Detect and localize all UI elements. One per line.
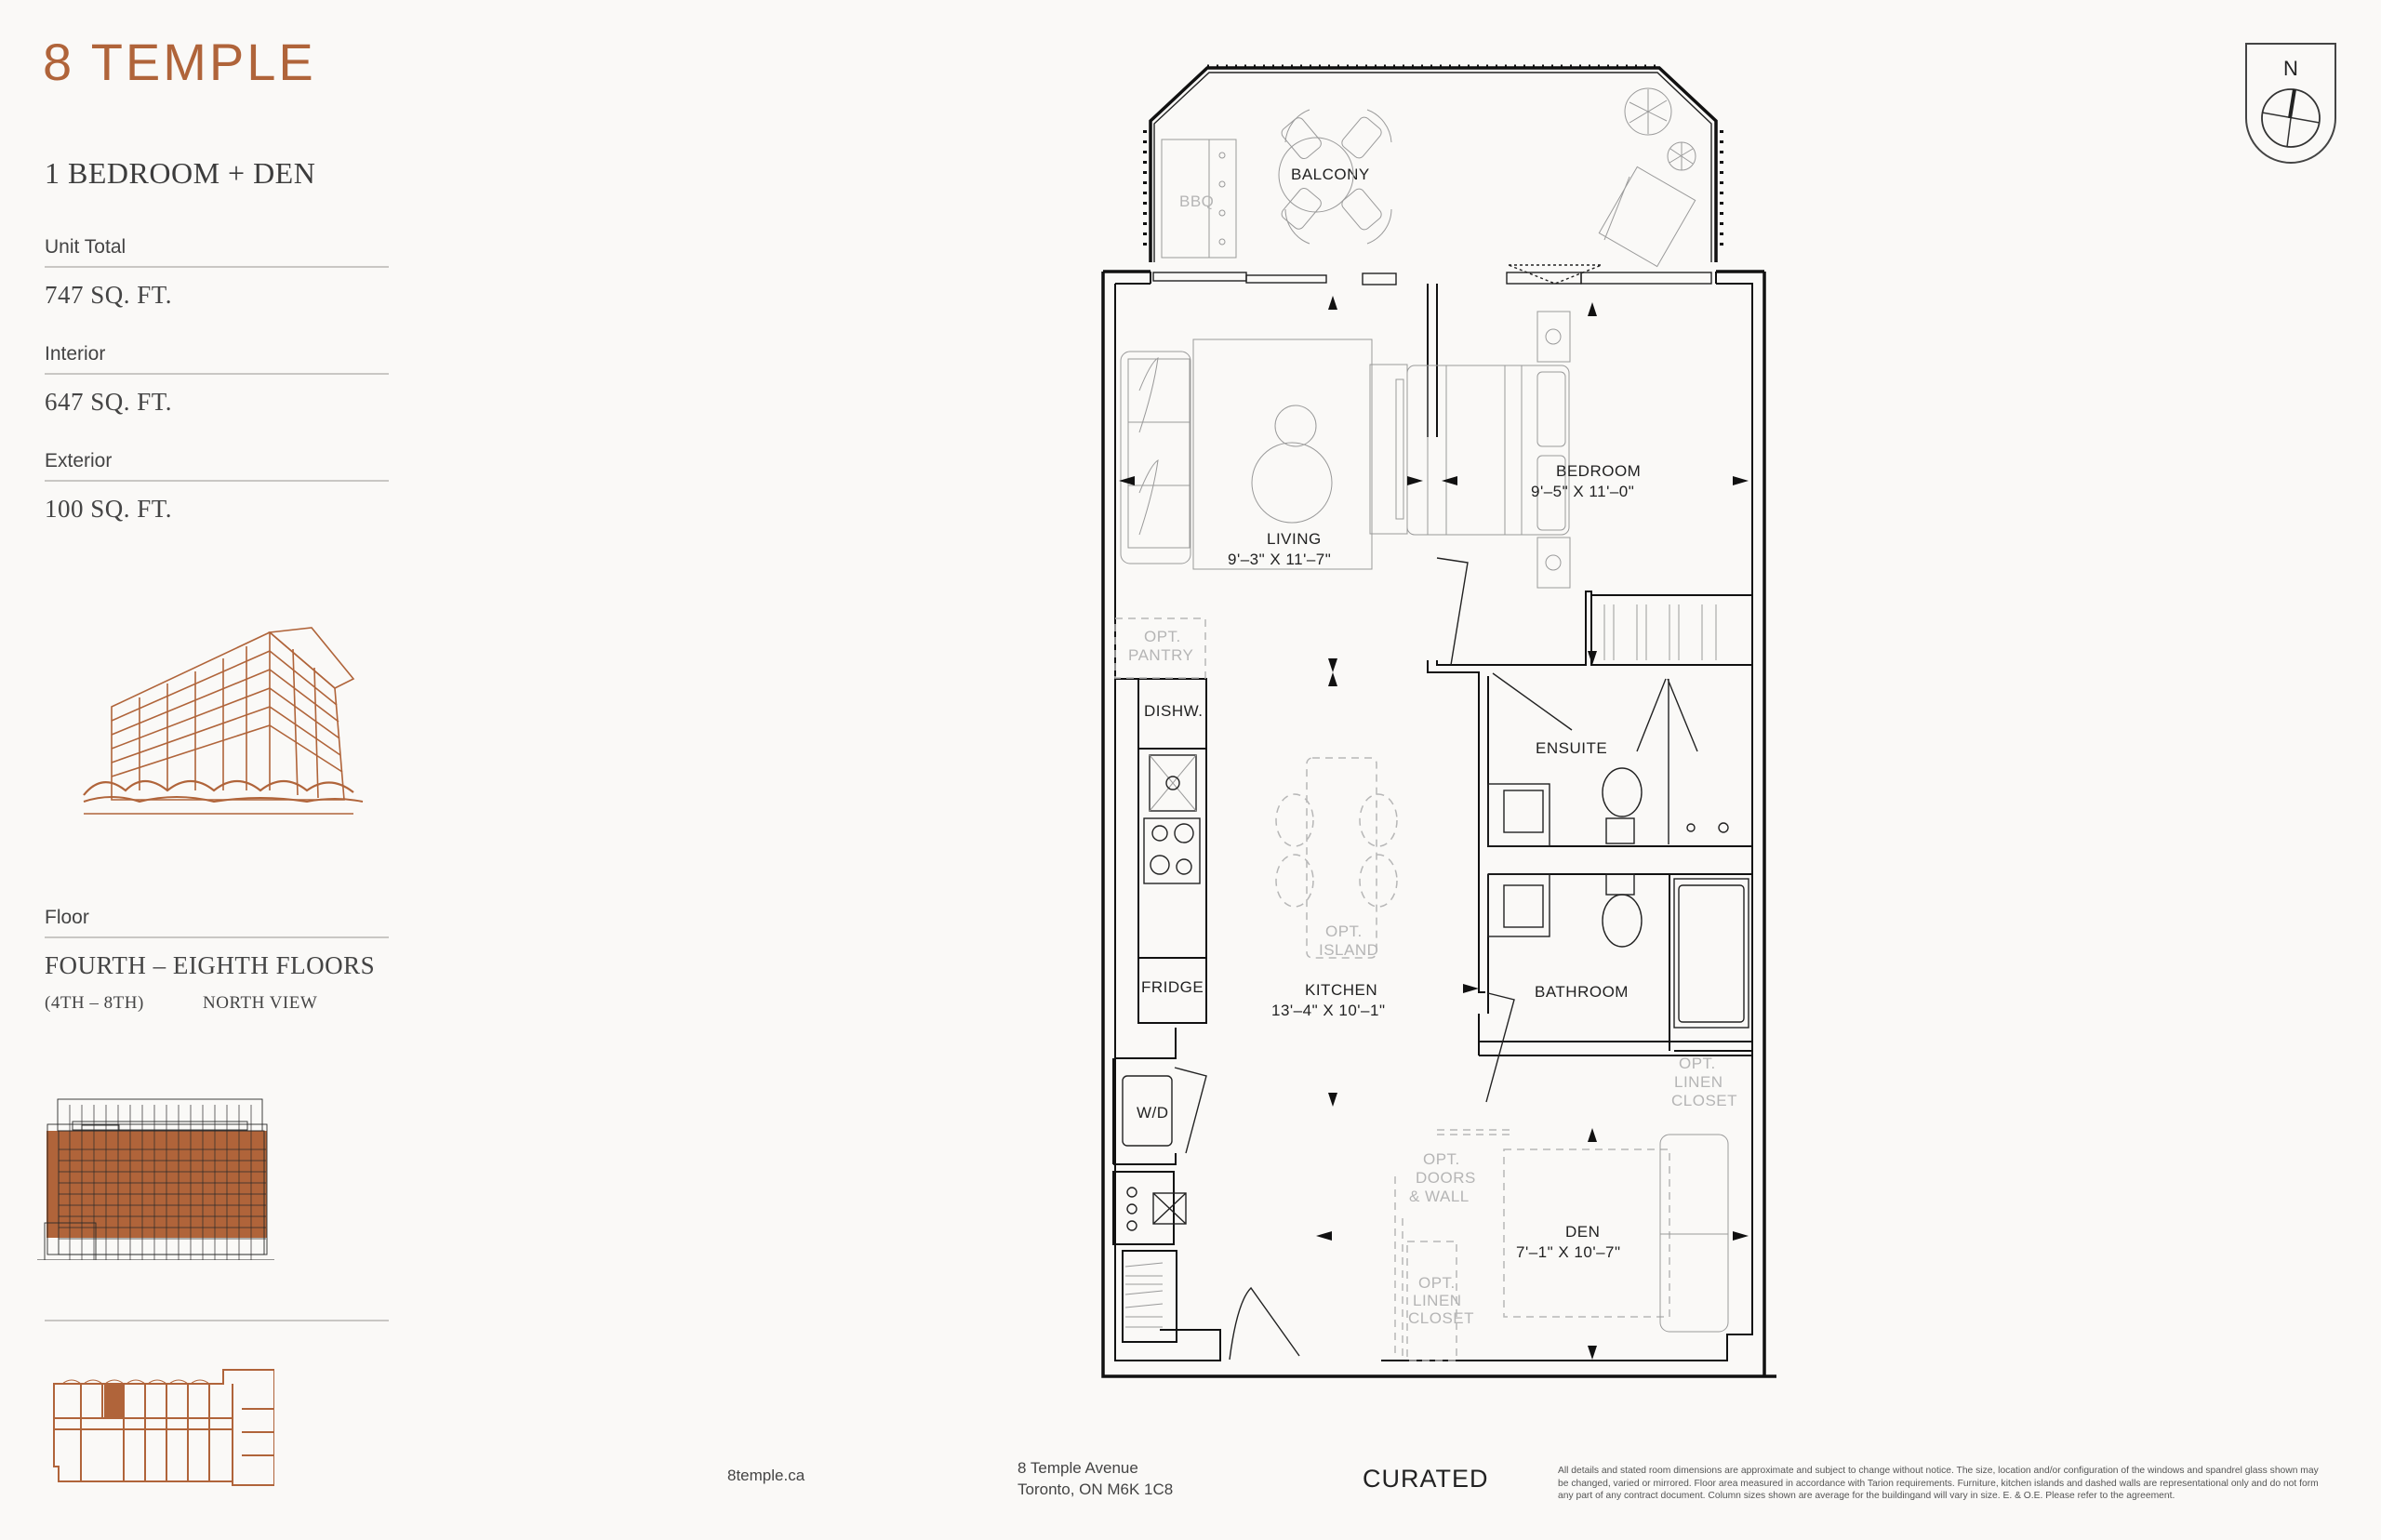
den-desk (1503, 1148, 1670, 1318)
website-link[interactable]: 8temple.ca (727, 1467, 805, 1484)
opt-doors-label-2: DOORS (1416, 1169, 1476, 1187)
dimension-arrows (1119, 296, 1749, 1360)
bath-linen-label-1: OPT. (1679, 1055, 1716, 1072)
tv-console (1369, 364, 1408, 535)
tv (1395, 378, 1404, 520)
island-label-1: OPT. (1325, 923, 1363, 940)
exterior-walls (1101, 270, 1776, 1378)
floor-value: FOURTH – EIGHTH FLOORS (45, 951, 376, 979)
bath-linen-label-2: LINEN (1674, 1073, 1723, 1091)
spec-exterior: Exterior 100 SQ. FT. (45, 450, 389, 524)
den-linen-label-2: LINEN (1413, 1292, 1462, 1309)
bedroom-closet (1603, 604, 1717, 660)
bedroom-dims: 9'–5" X 11'–0" (1531, 483, 1634, 500)
spec-value: 747 SQ. FT. (45, 281, 173, 309)
address-line-2: Toronto, ON M6K 1C8 (1018, 1480, 1174, 1498)
doors (1174, 557, 1573, 1361)
bedroom-label: BEDROOM (1556, 462, 1641, 480)
opt-pantry-outline (1114, 617, 1206, 679)
bed (1406, 365, 1570, 536)
kitchen-sink (1149, 754, 1197, 812)
mechanical-unit (1126, 1187, 1187, 1231)
section-divider (45, 1320, 389, 1321)
bathroom-label: BATHROOM (1535, 983, 1629, 1001)
balcony-lounge-chair (1598, 166, 1696, 268)
cooktop (1143, 817, 1201, 884)
brand-logo: 8 TEMPLE (43, 33, 316, 91)
wd-label: W/D (1137, 1104, 1169, 1122)
key-plan-diagram (53, 1369, 274, 1486)
den-linen-label-1: OPT. (1418, 1274, 1456, 1292)
opt-den-linen-closet (1406, 1241, 1457, 1361)
dishwasher-label: DISHW. (1144, 702, 1203, 720)
spec-label: Unit Total (45, 236, 389, 268)
opt-den-wall (1394, 1176, 1403, 1358)
nightstands (1536, 311, 1571, 589)
den-label: DEN (1565, 1223, 1600, 1241)
ensuite-label: ENSUITE (1536, 739, 1607, 757)
bbq-grill: BBQ (1161, 139, 1237, 259)
island-label-2: ISLAND (1319, 941, 1378, 959)
north-compass-icon: N (2245, 43, 2336, 164)
address-line-1: 8 Temple Avenue (1018, 1459, 1138, 1477)
opt-doors-label-3: & WALL (1409, 1188, 1470, 1205)
living-dims: 9'–3" X 11'–7" (1228, 551, 1331, 568)
floor-range: (4TH – 8TH) (45, 993, 144, 1013)
unit-type-title: 1 BEDROOM + DEN (45, 156, 316, 190)
balcony-plants (1624, 87, 1696, 171)
opt-doors-label-1: OPT. (1423, 1150, 1460, 1168)
washer-dryer (1122, 1075, 1173, 1147)
den-linen-label-3: CLOSET (1408, 1309, 1474, 1327)
opt-doors-wall-line (1437, 1129, 1511, 1135)
kitchen-label: KITCHEN (1305, 981, 1377, 999)
living-rug (1192, 339, 1373, 570)
opt-island (1275, 757, 1398, 959)
bath-linen-label-3: CLOSET (1671, 1092, 1737, 1109)
balcony-dining-set (1278, 109, 1392, 245)
building-sketch-illustration (83, 627, 364, 815)
ensuite-fixtures (1487, 678, 1729, 847)
balcony-railing (1143, 64, 1723, 262)
den-sofa-bed (1659, 1134, 1729, 1333)
building-elevation-diagram (37, 1098, 274, 1260)
bathroom-fixtures (1487, 873, 1749, 1029)
living-label: LIVING (1267, 530, 1322, 548)
spec-label: Interior (45, 343, 389, 375)
compass-label: N (2283, 57, 2298, 80)
balcony-label: BALCONY (1291, 166, 1370, 183)
kitchen-dims: 13'–4" X 10'–1" (1271, 1002, 1385, 1019)
spec-label: Exterior (45, 450, 389, 482)
coffee-table (1251, 442, 1333, 524)
spec-unit-total: Unit Total 747 SQ. FT. (45, 236, 389, 310)
side-table (1274, 405, 1317, 447)
spec-interior: Interior 647 SQ. FT. (45, 343, 389, 417)
legal-disclaimer: All details and stated room dimensions a… (1558, 1466, 2319, 1501)
spec-value: 100 SQ. FT. (45, 495, 173, 523)
spec-floor: Floor FOURTH – EIGHTH FLOORS (45, 907, 389, 980)
floor-plan: .wall{stroke:#111;stroke-width:3.5;fill:… (1101, 64, 1776, 1378)
spec-value: 647 SQ. FT. (45, 388, 173, 416)
pantry-label-2: PANTRY (1128, 646, 1193, 664)
floor-label: Floor (45, 907, 389, 938)
fridge-label: FRIDGE (1141, 978, 1204, 996)
developer-logo: CURATED (1363, 1465, 1489, 1493)
den-dims: 7'–1" X 10'–7" (1516, 1243, 1621, 1261)
bbq-label: BBQ (1179, 192, 1214, 210)
entry-closet-shelves (1124, 1262, 1164, 1328)
pantry-label-1: OPT. (1144, 628, 1181, 645)
windows (1152, 264, 1712, 285)
living-sofa (1120, 351, 1191, 564)
floor-view: NORTH VIEW (203, 993, 318, 1013)
